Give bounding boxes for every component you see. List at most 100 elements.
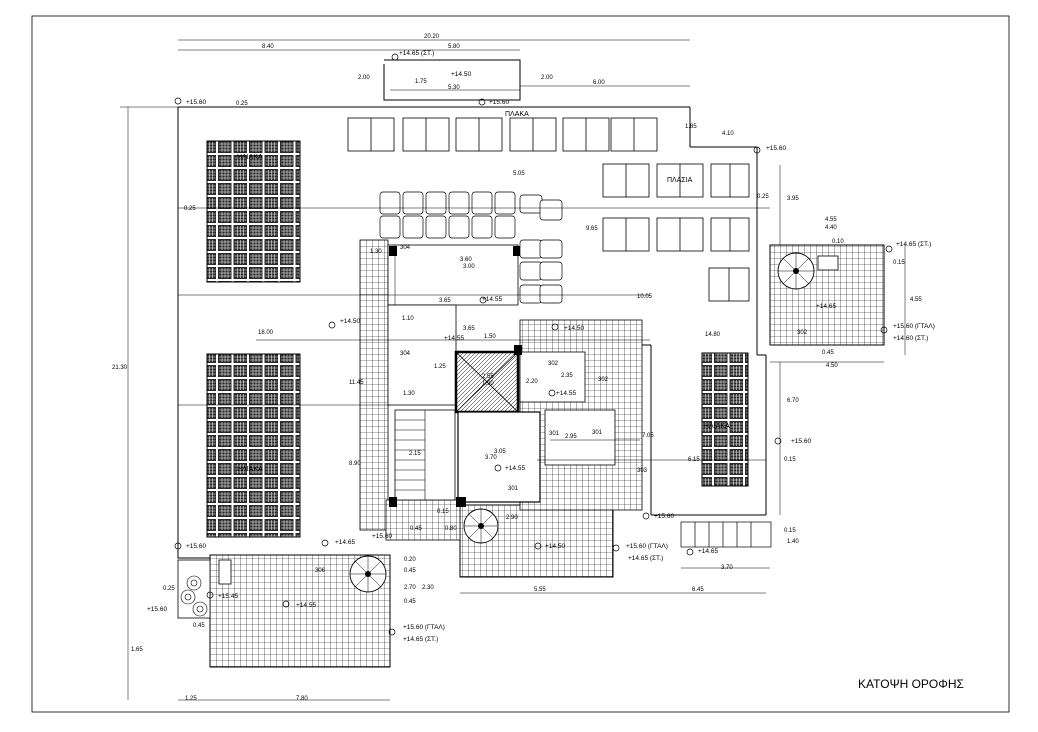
spiral-stair-right	[777, 252, 815, 290]
dim-text: 0.45	[193, 623, 205, 629]
core-west-strip	[359, 239, 389, 531]
column	[456, 497, 466, 507]
solar-array-lower-left	[206, 353, 301, 538]
dim-text: 6.70	[787, 398, 799, 404]
core-south-strip	[385, 499, 461, 541]
level-label: +15.60 (ΓΤΑΛ)	[626, 543, 668, 550]
solar-label-b: ΗΛΙΑΚΑ	[237, 466, 263, 473]
planter-box	[177, 559, 211, 619]
level-label: +14.55	[296, 602, 316, 609]
dim-text: 5.30	[448, 85, 460, 91]
dim-text: 3.70	[721, 565, 733, 571]
room-number: 302	[598, 377, 609, 383]
room-number: 301	[592, 430, 603, 436]
level-label: +15.60	[766, 145, 786, 152]
spiral-stair-bottom-center	[463, 508, 499, 544]
dim-text: 1.30	[370, 249, 382, 255]
column	[514, 345, 522, 355]
water-tanks	[379, 191, 563, 304]
column	[389, 246, 397, 256]
solar-array-upper-left	[206, 140, 301, 283]
tree-icon	[180, 575, 208, 617]
level-label: +14.50	[340, 318, 360, 325]
dim-text: 7.80	[296, 696, 308, 702]
level-label: +14.55	[556, 390, 576, 397]
spiral-stair-bottom-left	[349, 555, 387, 593]
core-room-302	[519, 351, 586, 403]
level-label: +14.55	[444, 335, 464, 342]
dim-text: 2.20	[526, 379, 538, 385]
level-label: +15.45	[218, 593, 238, 600]
core-room-301	[457, 411, 541, 503]
level-label: +14.50	[451, 71, 471, 78]
drawing-title: ΚΑΤΟΨΗ ΟΡΟΦΗΣ	[858, 677, 964, 691]
dim-text: 0.45	[410, 526, 422, 532]
dim-text: 0.45	[822, 350, 834, 356]
right-annex-tank	[817, 255, 839, 271]
room-number: 306	[315, 568, 326, 574]
level-label: +14.65	[698, 548, 718, 555]
dim-text: 3.70	[485, 455, 497, 461]
dim-text: 4.55	[825, 217, 837, 223]
stair-treads	[395, 410, 426, 500]
level-label: +14.65 (ΣΤ.)	[628, 555, 663, 562]
dim-text: 0.45	[404, 599, 416, 605]
core-room-east	[544, 409, 616, 466]
dim-text: 4.10	[722, 131, 734, 137]
level-label: +14.50	[545, 543, 565, 550]
dim-text: 7.05	[642, 433, 654, 439]
level-label: +15.60 (ΓΤΑΛ)	[403, 624, 445, 631]
dim-text: 8.40	[262, 44, 274, 50]
column	[389, 497, 397, 507]
dim-text: 3.60	[460, 257, 472, 263]
dim-text: 2.15	[409, 451, 421, 457]
dim-text: 1.30	[403, 391, 415, 397]
dim-text: 3.65	[439, 298, 451, 304]
room-number: 303	[637, 468, 648, 474]
dim-text: 1.75	[415, 79, 427, 85]
level-label: +14.65	[816, 303, 836, 310]
dim-text: 1.65	[131, 647, 143, 653]
dim-text: 4.55	[910, 297, 922, 303]
level-label: +15.60	[372, 533, 392, 540]
room-number: 304	[400, 351, 411, 357]
ac-units-right-block	[602, 163, 750, 302]
room-number: 301	[508, 486, 519, 492]
dim-text: 2.00	[358, 75, 370, 81]
level-label: +15.60	[489, 99, 509, 106]
dim-text: 8.90	[349, 461, 361, 467]
dim-text: 1.90	[482, 381, 494, 387]
solar-label-c: ΗΛΙΑΚΑ	[704, 423, 730, 430]
dim-text: 0.25	[163, 586, 175, 592]
dim-text: 0.20	[404, 557, 416, 563]
level-label: +15.60 (ΓΤΑΛ)	[893, 323, 935, 330]
bench	[218, 559, 232, 585]
dim-text: 0.80	[445, 526, 457, 532]
dim-text: 3.05	[494, 449, 506, 455]
room-number: 302	[797, 330, 808, 336]
dim-text: 2.30	[422, 585, 434, 591]
level-label: +14.65 (ΣΤ.)	[896, 241, 931, 248]
dim-text: 1.85	[685, 124, 697, 130]
dim-text: 5.55	[534, 587, 546, 593]
dim-text: 6.45	[692, 587, 704, 593]
dim-text: 6.00	[593, 80, 605, 86]
column	[513, 246, 521, 256]
level-label: +15.60	[791, 438, 811, 445]
level-label: +14.50	[564, 325, 584, 332]
dim-text: 0.10	[832, 239, 844, 245]
dim-text: 5.80	[448, 44, 460, 50]
level-markers	[174, 53, 893, 636]
dim-text: 2.90	[506, 515, 518, 521]
dim-text: 1.25	[434, 364, 446, 370]
level-label: +15.60	[147, 606, 167, 613]
level-label: +14.65 (ΣΤ.)	[403, 636, 438, 643]
core-room-west	[387, 304, 457, 406]
dim-text: 3.00	[463, 264, 475, 270]
room-number: 302	[548, 361, 559, 367]
dim-text: 20.20	[424, 34, 440, 40]
dim-text: 0.25	[757, 194, 769, 200]
level-label: +15.60	[654, 513, 674, 520]
dim-text: 0.15	[893, 260, 905, 266]
dim-text: 11.45	[349, 380, 364, 386]
